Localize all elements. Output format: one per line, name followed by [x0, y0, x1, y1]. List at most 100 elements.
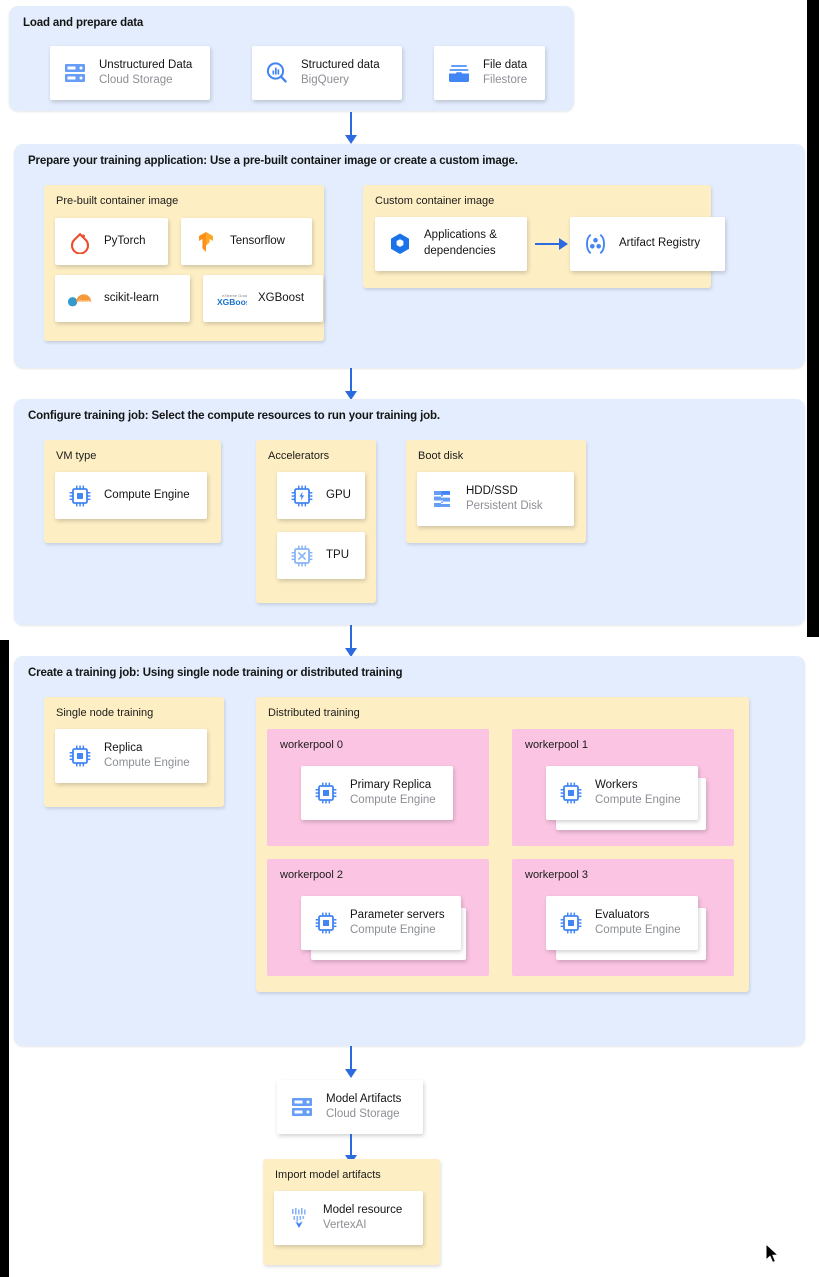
card-title: Artifact Registry: [619, 237, 701, 250]
card-stack-evaluators: Evaluators Compute Engine: [546, 896, 711, 962]
artifact-registry-icon: [582, 231, 608, 257]
card-pytorch[interactable]: PyTorch: [55, 218, 168, 265]
card-scikit-learn[interactable]: learn scikit-learn: [55, 275, 190, 322]
tpu-icon: [289, 543, 315, 569]
group-title: Accelerators: [268, 450, 330, 462]
card-compute-engine-vm[interactable]: Compute Engine: [55, 472, 207, 519]
group-accelerators: Accelerators GPU: [256, 440, 376, 603]
card-title: Model Artifacts: [326, 1092, 402, 1105]
card-file-data[interactable]: File data Filestore: [434, 46, 545, 100]
arrow-configure-to-create: [344, 625, 358, 657]
arrow-prepare-to-configure: [344, 368, 358, 400]
card-structured-data[interactable]: Structured data BigQuery: [252, 46, 402, 100]
card-replica[interactable]: Replica Compute Engine: [55, 729, 207, 783]
right-edge-bar: [807, 0, 819, 637]
stage-prepare-title: Prepare your training application: Use a…: [28, 155, 518, 167]
svg-text:learn: learn: [78, 299, 90, 305]
card-workers[interactable]: Workers Compute Engine: [546, 766, 698, 820]
card-subtitle: Cloud Storage: [99, 73, 173, 86]
stage-create-title: Create a training job: Using single node…: [28, 667, 403, 679]
arrow-apps-to-registry: [535, 237, 568, 251]
persistent-disk-icon: [429, 486, 455, 512]
group-title: VM type: [56, 450, 97, 462]
card-artifact-registry[interactable]: Artifact Registry: [570, 217, 725, 271]
pool-workerpool-0: workerpool 0: [267, 729, 489, 846]
stage-configure-training-job: Configure training job: Select the compu…: [14, 399, 805, 625]
svg-text:eXtreme Gradient: eXtreme Gradient: [222, 293, 247, 298]
card-parameter-servers[interactable]: Parameter servers Compute Engine: [301, 896, 461, 950]
card-title: Tensorflow: [230, 234, 285, 247]
card-model-resource[interactable]: Model resource VertexAI: [274, 1191, 423, 1245]
pool-title: workerpool 3: [525, 869, 588, 881]
group-title: Distributed training: [268, 707, 360, 719]
card-primary-replica[interactable]: Primary Replica Compute Engine: [301, 766, 453, 820]
card-xgboost[interactable]: eXtreme Gradient XGBoost XGBoost: [203, 275, 323, 322]
xgboost-icon: eXtreme Gradient XGBoost: [215, 286, 247, 312]
card-subtitle: BigQuery: [301, 73, 349, 86]
container-box-icon: [387, 231, 413, 257]
svg-text:XGBoost: XGBoost: [217, 297, 247, 307]
card-title: TPU: [326, 548, 349, 561]
stage-load-and-prepare-data: Load and prepare data Unstructured Data …: [9, 6, 574, 111]
bigquery-icon: [264, 60, 290, 86]
cloud-storage-icon: [62, 60, 88, 86]
pool-workerpool-1: workerpool 1: [512, 729, 734, 846]
card-subtitle: Filestore: [483, 73, 528, 86]
card-title: HDD/SSD: [466, 484, 518, 497]
pool-title: workerpool 0: [280, 739, 343, 751]
card-model-artifacts[interactable]: Model Artifacts Cloud Storage: [277, 1080, 423, 1134]
card-title: Primary Replica: [350, 778, 432, 791]
pool-title: workerpool 2: [280, 869, 343, 881]
card-applications-dependencies[interactable]: Applications & dependencies: [375, 217, 527, 271]
stage-prepare-training-application: Prepare your training application: Use a…: [14, 144, 805, 368]
card-subtitle: Compute Engine: [104, 756, 190, 769]
card-evaluators[interactable]: Evaluators Compute Engine: [546, 896, 698, 950]
card-subtitle: Compute Engine: [350, 793, 436, 806]
card-subtitle: Compute Engine: [595, 793, 681, 806]
filestore-icon: [446, 60, 472, 86]
mouse-cursor: [765, 1242, 781, 1265]
stage-configure-title: Configure training job: Select the compu…: [28, 410, 440, 422]
group-title: Pre-built container image: [56, 195, 179, 207]
group-title: Import model artifacts: [275, 1169, 381, 1181]
group-single-node-training: Single node training R: [44, 697, 224, 807]
card-title: Compute Engine: [104, 488, 190, 501]
pool-workerpool-2: workerpool 2: [267, 859, 489, 976]
card-title: Applications & dependencies: [424, 229, 497, 257]
pool-workerpool-3: workerpool 3: [512, 859, 734, 976]
card-gpu[interactable]: GPU: [277, 472, 365, 519]
card-persistent-disk[interactable]: HDD/SSD Persistent Disk: [417, 472, 574, 526]
card-title: Structured data: [301, 58, 380, 71]
card-stack-parameter-servers: Parameter servers Compute Engine: [301, 896, 471, 962]
compute-engine-icon: [313, 780, 339, 806]
gpu-icon: [289, 483, 315, 509]
card-tensorflow[interactable]: Tensorflow: [181, 218, 312, 265]
group-title: Single node training: [56, 707, 154, 719]
card-title: Model resource: [323, 1203, 403, 1216]
card-title: PyTorch: [104, 234, 146, 247]
group-title: Custom container image: [375, 195, 495, 207]
card-unstructured-data[interactable]: Unstructured Data Cloud Storage: [50, 46, 210, 100]
card-title: Replica: [104, 741, 143, 754]
card-title: XGBoost: [258, 291, 305, 304]
cloud-storage-icon: [289, 1094, 315, 1120]
card-title: Workers: [595, 778, 638, 791]
card-subtitle: Cloud Storage: [326, 1107, 400, 1120]
stage-create-training-job: Create a training job: Using single node…: [14, 656, 805, 1046]
card-subtitle: Compute Engine: [350, 923, 436, 936]
scikit-learn-icon: learn: [67, 286, 93, 312]
group-custom-container-image: Custom container image Applications & de…: [363, 185, 725, 288]
card-title: Unstructured Data: [99, 58, 193, 71]
card-title: Evaluators: [595, 908, 650, 921]
arrow-create-to-artifacts: [344, 1046, 358, 1078]
stage-load-title: Load and prepare data: [23, 17, 144, 29]
group-distributed-training: Distributed training workerpool 0: [256, 697, 749, 992]
card-stack-workers: Workers Compute Engine: [546, 766, 706, 832]
group-vm-type: VM type Compute Engine: [44, 440, 221, 543]
group-pre-built-container-image: Pre-built container image PyTorch: [44, 185, 324, 341]
compute-engine-icon: [558, 910, 584, 936]
card-tpu[interactable]: TPU: [277, 532, 365, 579]
pool-title: workerpool 1: [525, 739, 588, 751]
compute-engine-icon: [313, 910, 339, 936]
